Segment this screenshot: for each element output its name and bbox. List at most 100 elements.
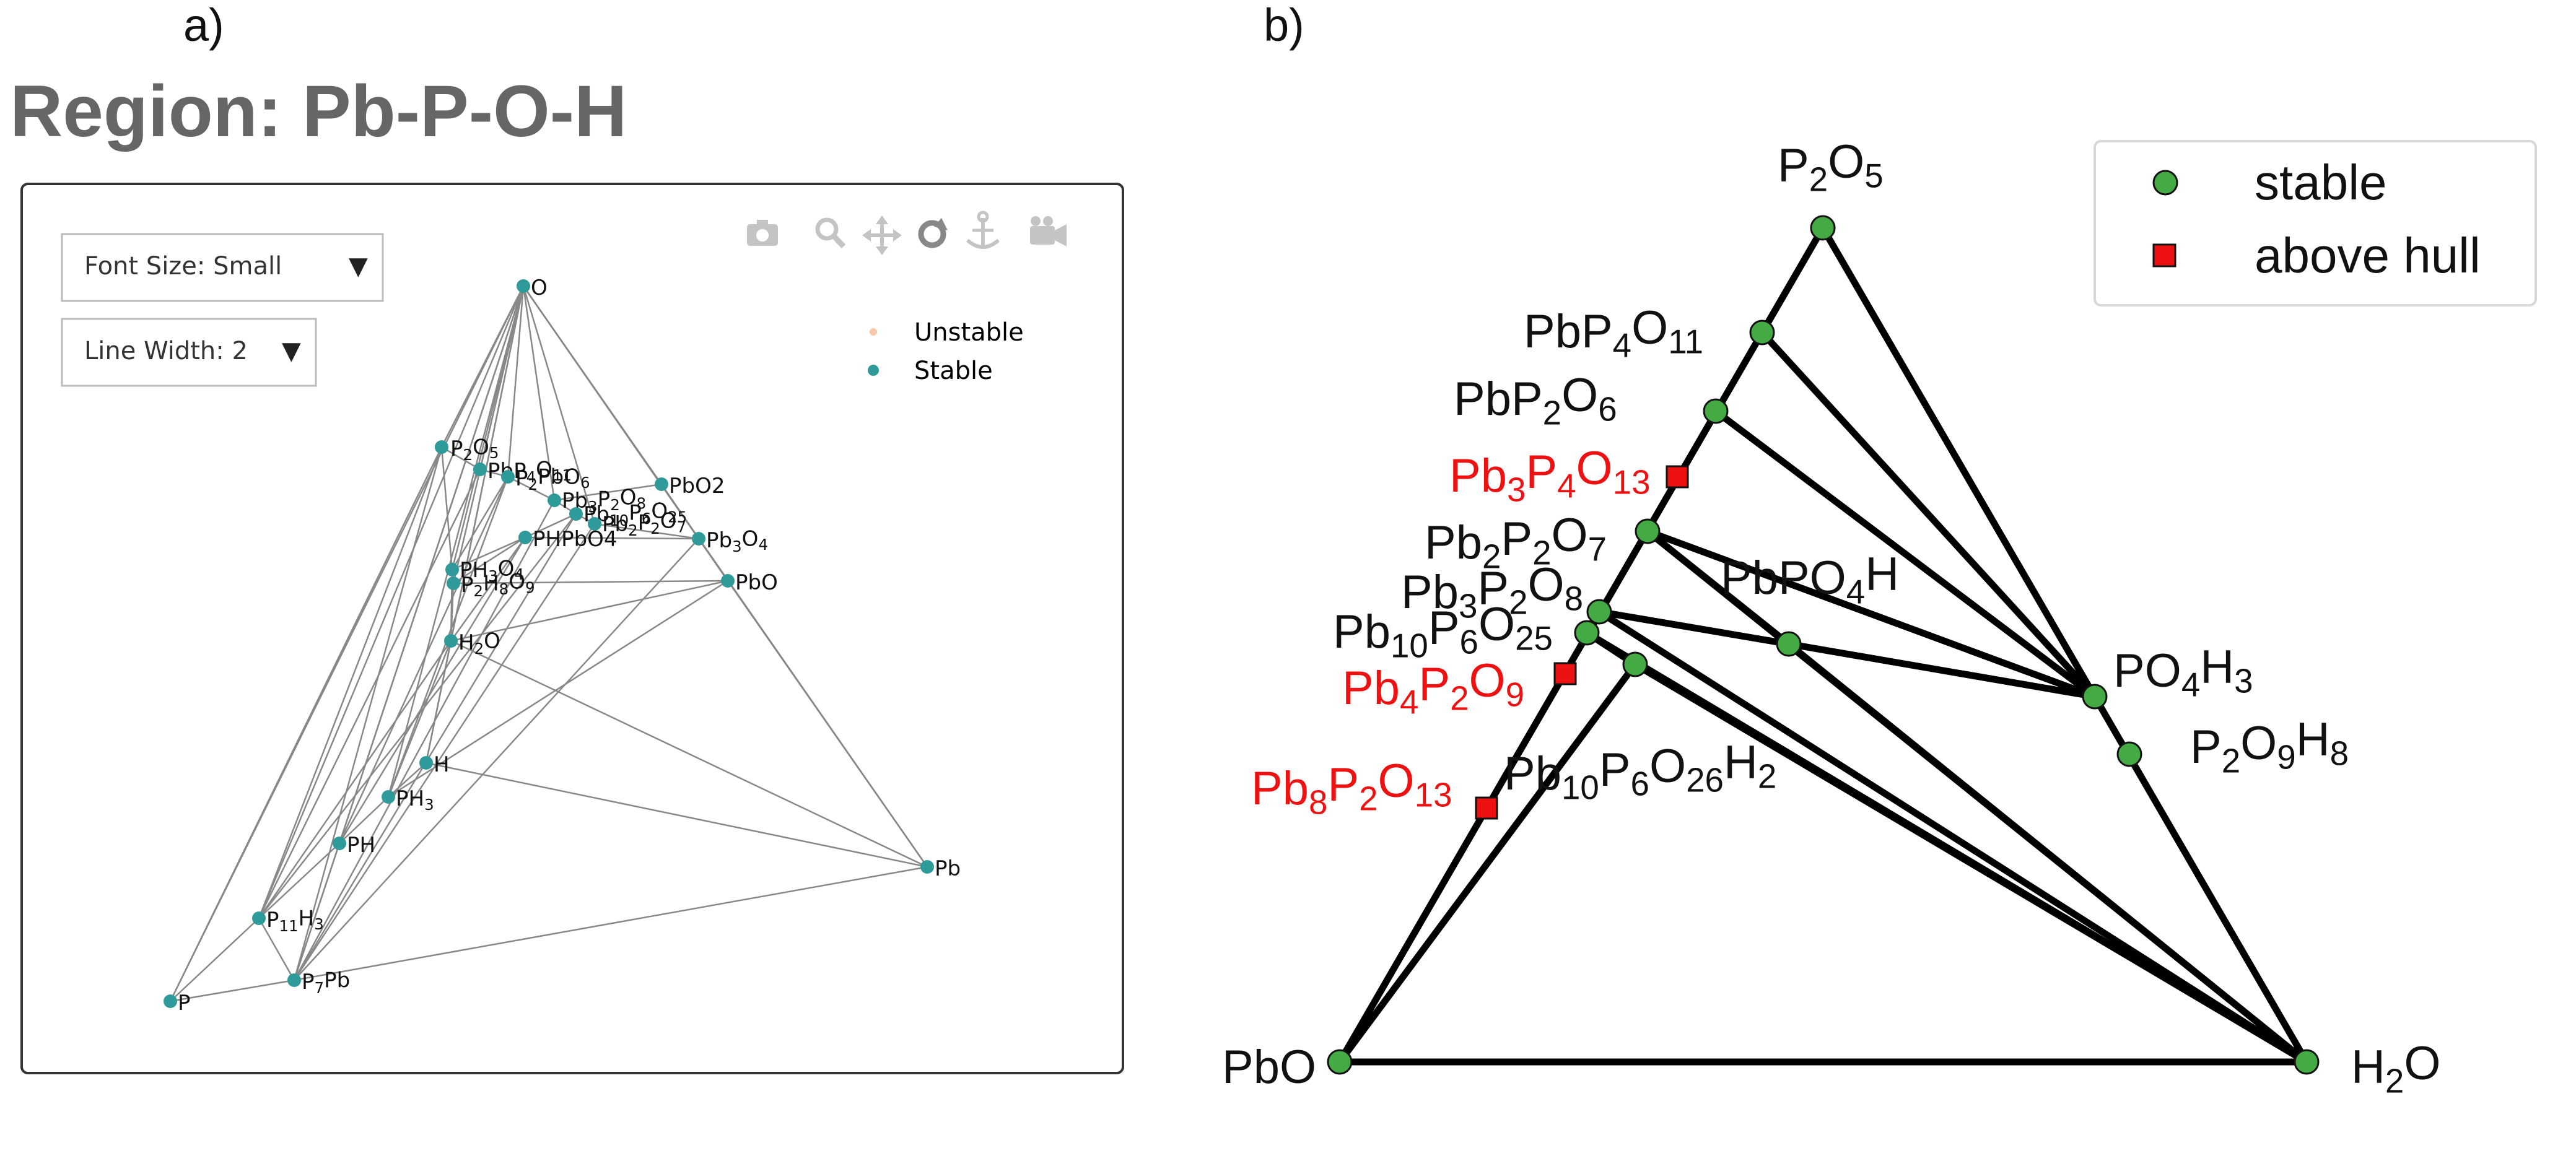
point-pb4p2o9[interactable] bbox=[1553, 662, 1577, 685]
legend-entry-above-hull[interactable]: above hull bbox=[2152, 228, 2481, 283]
chevron-down-icon: ▼ bbox=[349, 252, 368, 280]
hull-edge-p7pb-pb bbox=[294, 866, 928, 981]
plot-3d-frame[interactable] bbox=[20, 183, 1124, 1074]
point-h2o[interactable] bbox=[2294, 1049, 2320, 1075]
point-pbp4o11[interactable] bbox=[473, 463, 487, 476]
hull-edge-phpbo4-h2o bbox=[450, 537, 526, 641]
hull-edge-ph-p11h3 bbox=[258, 843, 340, 919]
point-p2h8o9[interactable] bbox=[447, 576, 460, 590]
point-p[interactable] bbox=[164, 994, 177, 1008]
point-ph[interactable] bbox=[333, 837, 346, 850]
point-pb3p2o8[interactable] bbox=[548, 494, 561, 507]
tie-line-pb2p2o7-po4h3 bbox=[1644, 528, 2098, 700]
point-label-pbo: PbO bbox=[1222, 1041, 1316, 1094]
legend-3d[interactable]: Unstable Stable bbox=[868, 318, 1024, 385]
point-pbo[interactable] bbox=[721, 574, 735, 588]
point-pb2p2o7[interactable] bbox=[1635, 518, 1661, 544]
hull-edge-pbp2o6-ph bbox=[338, 476, 509, 844]
point-po4h3[interactable] bbox=[2082, 684, 2108, 710]
zoom-icon[interactable] bbox=[815, 217, 846, 249]
stable-marker bbox=[2152, 170, 2178, 196]
hull-edge-o-pbp2o6 bbox=[507, 285, 525, 477]
hull-edge-o-ph bbox=[338, 285, 525, 844]
point-pbo2[interactable] bbox=[655, 477, 668, 491]
point-p2o9h8[interactable] bbox=[2116, 741, 2142, 767]
point-pb10p6o25[interactable] bbox=[569, 507, 583, 521]
region-title: Region: Pb-P-O-H bbox=[10, 71, 627, 152]
point-label-pb8p2o13: Pb8P2O13 bbox=[1251, 755, 1452, 821]
point-label-pb3o4: Pb3O4 bbox=[706, 526, 768, 555]
point-label-pb3p4o13: Pb3P4O13 bbox=[1449, 442, 1651, 508]
point-pb2p2o7[interactable] bbox=[588, 517, 601, 531]
pan-icon[interactable] bbox=[862, 215, 902, 255]
legend-entry-stable[interactable]: stable bbox=[2152, 155, 2386, 210]
font-size-dropdown[interactable]: Font Size: Small ▼ bbox=[61, 233, 384, 302]
point-h[interactable] bbox=[419, 756, 433, 770]
hull-edge-p11h3-p7pb bbox=[258, 918, 295, 981]
hull-edge-p2o5-ph3o4 bbox=[440, 446, 453, 570]
camera-icon[interactable] bbox=[747, 220, 778, 246]
tie-line-pb2p2o7-h2o bbox=[1644, 528, 2310, 1066]
point-label-p11h3: P11H3 bbox=[266, 906, 324, 935]
point-label-pb2p2o7: Pb2P2O7 bbox=[602, 509, 686, 539]
point-label-p2o9h8: P2O9H8 bbox=[2190, 713, 2349, 780]
orbit-icon[interactable] bbox=[918, 218, 948, 248]
point-pb8p2o13[interactable] bbox=[1475, 796, 1498, 820]
hull-edge-o-pbp4o11 bbox=[479, 285, 525, 470]
point-pbp2o6[interactable] bbox=[1703, 398, 1729, 424]
line-width-dropdown[interactable]: Line Width: 2 ▼ bbox=[61, 318, 317, 387]
point-label-po4h3: PO4H3 bbox=[2113, 641, 2253, 703]
point-p7pb[interactable] bbox=[287, 973, 301, 987]
point-pb3o4[interactable] bbox=[692, 532, 705, 546]
point-p2o5[interactable] bbox=[435, 440, 448, 454]
point-pb[interactable] bbox=[920, 860, 934, 874]
point-ph3[interactable] bbox=[382, 790, 395, 804]
legend-entry-stable[interactable]: Stable bbox=[868, 357, 993, 385]
ternary-tie-lines bbox=[1336, 224, 2310, 1066]
point-label-p7pb: P7Pb bbox=[302, 968, 350, 997]
hull-edge-ph-p7pb bbox=[293, 843, 341, 981]
point-p11h3[interactable] bbox=[252, 911, 266, 925]
point-h2o[interactable] bbox=[444, 634, 458, 648]
hull-edge-phpbo4-pb3o4 bbox=[525, 536, 699, 540]
point-label-pb4p2o9: Pb4P2O9 bbox=[1342, 654, 1524, 721]
tie-line-pbo-p2o5 bbox=[1336, 224, 1827, 1066]
video-camera-icon[interactable] bbox=[1030, 216, 1067, 246]
hull-edge-p11h3-p bbox=[170, 918, 260, 1002]
hull-edge-h2o-pbo bbox=[450, 580, 728, 642]
point-pbpo4h[interactable] bbox=[1776, 631, 1802, 657]
line-width-value: Line Width: 2 bbox=[84, 337, 248, 365]
hull-edge-pbp4o11-p11h3 bbox=[258, 469, 481, 919]
turntable-icon[interactable] bbox=[966, 211, 1000, 249]
point-o[interactable] bbox=[517, 279, 530, 293]
point-pb10p6o25[interactable] bbox=[1574, 620, 1600, 646]
point-label-pbo2: PbO2 bbox=[669, 474, 725, 498]
point-label-pb3p2o8: Pb3P2O8 bbox=[1401, 559, 1583, 625]
point-pb10p6o26h2[interactable] bbox=[1622, 651, 1648, 677]
hull-edge-o-p11h3 bbox=[258, 285, 525, 919]
point-ph3o4[interactable] bbox=[445, 563, 459, 576]
tie-line-pbp2o6-po4h3 bbox=[1712, 407, 2098, 700]
hull-edge-pb10p6o25-p7pb bbox=[293, 513, 577, 981]
hull-points-3d[interactable]: OP2O5PbP4O11P2PbO6PbO2Pb3P2O8Pb10P6O25Pb… bbox=[164, 276, 961, 1015]
legend-ternary[interactable]: stable above hull bbox=[2094, 140, 2537, 307]
point-pb3p2o8[interactable] bbox=[1586, 599, 1612, 625]
point-p2o5[interactable] bbox=[1810, 215, 1836, 241]
hull-edge-pb-pb3o4 bbox=[697, 538, 928, 867]
tie-line-pbp4o11-po4h3 bbox=[1758, 329, 2098, 700]
ternary-points[interactable]: P2O5PbP4O11PbP2O6Pb3P4O13Pb2P2O7PbPO4HPb… bbox=[1222, 136, 2440, 1100]
point-pbo[interactable] bbox=[1327, 1049, 1353, 1075]
hull-edge-o-pb3p2o8 bbox=[522, 285, 556, 501]
point-pbp2o6[interactable] bbox=[501, 470, 515, 484]
hull-edge-pbo2-pb3p2o8 bbox=[554, 483, 662, 502]
point-pbp4o11[interactable] bbox=[1749, 320, 1775, 346]
hull-edge-pb3o4-p7pb bbox=[294, 538, 699, 981]
convex-hull-edges bbox=[169, 285, 928, 1002]
point-label-o: O bbox=[531, 276, 548, 300]
tie-line-pbo-pb10p6o26h2 bbox=[1336, 661, 1639, 1066]
hull-edge-h-ph3 bbox=[388, 762, 427, 798]
point-phpbo4[interactable] bbox=[518, 531, 532, 544]
legend-entry-unstable[interactable]: Unstable bbox=[870, 318, 1024, 347]
point-pb3p4o13[interactable] bbox=[1666, 465, 1689, 489]
